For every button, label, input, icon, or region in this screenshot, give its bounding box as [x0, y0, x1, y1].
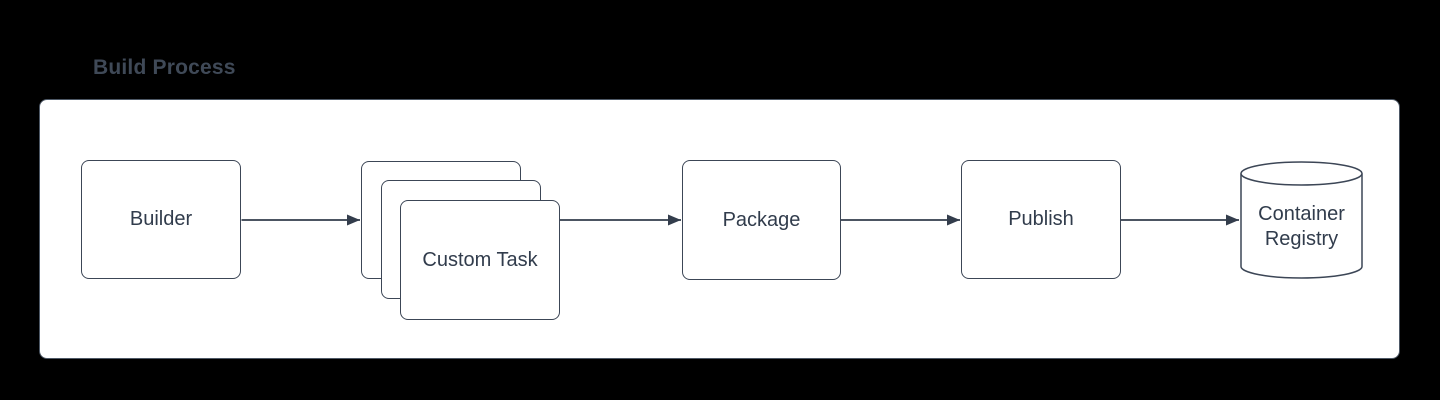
node-publish: Publish	[961, 160, 1121, 279]
node-label: Package	[722, 208, 801, 231]
node-builder: Builder	[81, 160, 241, 279]
diagram-page: Builder Custom Task Custom Task Custom T…	[39, 99, 1400, 359]
node-container-registry: Container Registry	[1240, 161, 1363, 279]
node-custom-task-front: Custom Task	[400, 200, 560, 320]
diagram-title: Build Process	[93, 56, 236, 79]
node-label: Container Registry	[1258, 203, 1345, 250]
node-package: Package	[682, 160, 841, 280]
node-label: Publish	[1008, 208, 1074, 230]
node-label: Builder	[129, 208, 193, 230]
cylinder-shape-icon	[1240, 161, 1363, 279]
node-label: Custom Task	[422, 248, 538, 271]
